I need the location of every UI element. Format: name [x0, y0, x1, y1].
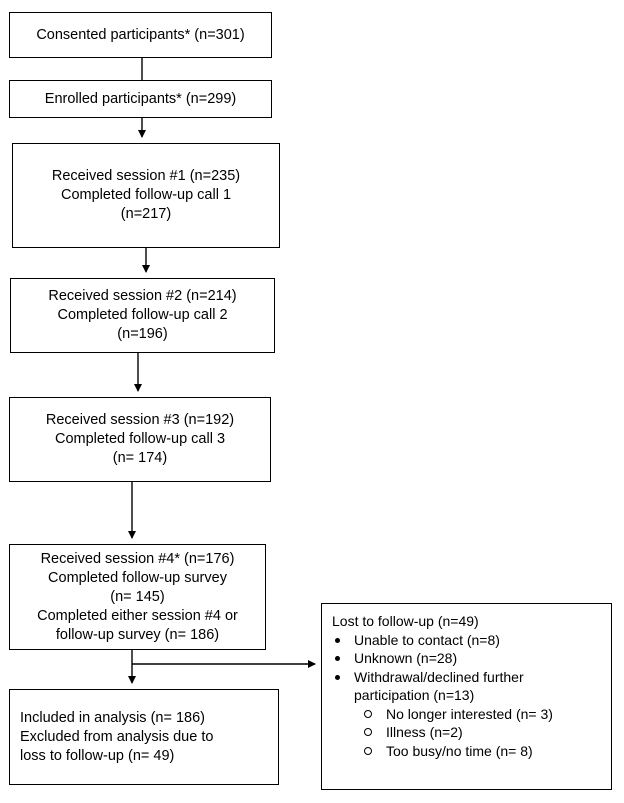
analysis-line3: loss to follow-up (n= 49): [20, 747, 175, 764]
session4-box: Received session #4* (n=176) Completed f…: [9, 544, 266, 650]
list-item: Unknown (n=28): [332, 649, 601, 668]
enrolled-text: Enrolled participants* (n=299): [44, 90, 237, 107]
session4-line4: Completed either session #4 or: [37, 607, 238, 624]
session2-line3: (n=196): [117, 326, 168, 342]
list-item: No longer interested (n= 3): [364, 705, 601, 724]
consented-box: Consented participants* (n=301): [9, 12, 272, 58]
lost-reasons-list: Unable to contact (n=8) Unknown (n=28) W…: [332, 631, 601, 705]
list-item: Too busy/no time (n= 8): [364, 742, 601, 761]
list-item: Unable to contact (n=8): [332, 631, 601, 650]
session3-box: Received session #3 (n=192) Completed fo…: [9, 397, 271, 482]
session1-line2: Completed follow-up call 1: [60, 187, 232, 203]
session3-line1: Received session #3 (n=192): [45, 412, 235, 428]
list-item: Illness (n=2): [364, 723, 601, 742]
lost-title: Lost to follow-up (n=49): [332, 613, 479, 629]
session4-line5: follow-up survey (n= 186): [55, 626, 220, 643]
session4-line1: Received session #4* (n=176): [40, 550, 235, 567]
withdrawal-reasons-list: No longer interested (n= 3) Illness (n=2…: [332, 705, 601, 761]
session1-line1: Received session #1 (n=235): [51, 168, 241, 184]
list-item: Withdrawal/declined further participatio…: [332, 668, 601, 705]
session2-line2: Completed follow-up call 2: [57, 307, 228, 323]
session1-box: Received session #1 (n=235) Completed fo…: [12, 143, 280, 248]
session4-line3: (n= 145): [110, 588, 165, 605]
session1-line3: (n=217): [120, 206, 172, 222]
analysis-box: Included in analysis (n= 186) Excluded f…: [9, 689, 279, 785]
enrolled-box: Enrolled participants* (n=299): [9, 80, 272, 118]
session4-line2: Completed follow-up survey: [48, 569, 227, 586]
session3-line2: Completed follow-up call 3: [54, 431, 226, 447]
consented-text: Consented participants* (n=301): [36, 26, 245, 43]
analysis-line2: Excluded from analysis due to: [20, 728, 214, 745]
session3-line3: (n= 174): [112, 450, 168, 466]
lost-to-follow-up-box: Lost to follow-up (n=49) Unable to conta…: [321, 603, 612, 790]
analysis-line1: Included in analysis (n= 186): [20, 709, 205, 726]
session2-line1: Received session #2 (n=214): [48, 288, 237, 304]
session2-box: Received session #2 (n=214) Completed fo…: [10, 278, 275, 353]
